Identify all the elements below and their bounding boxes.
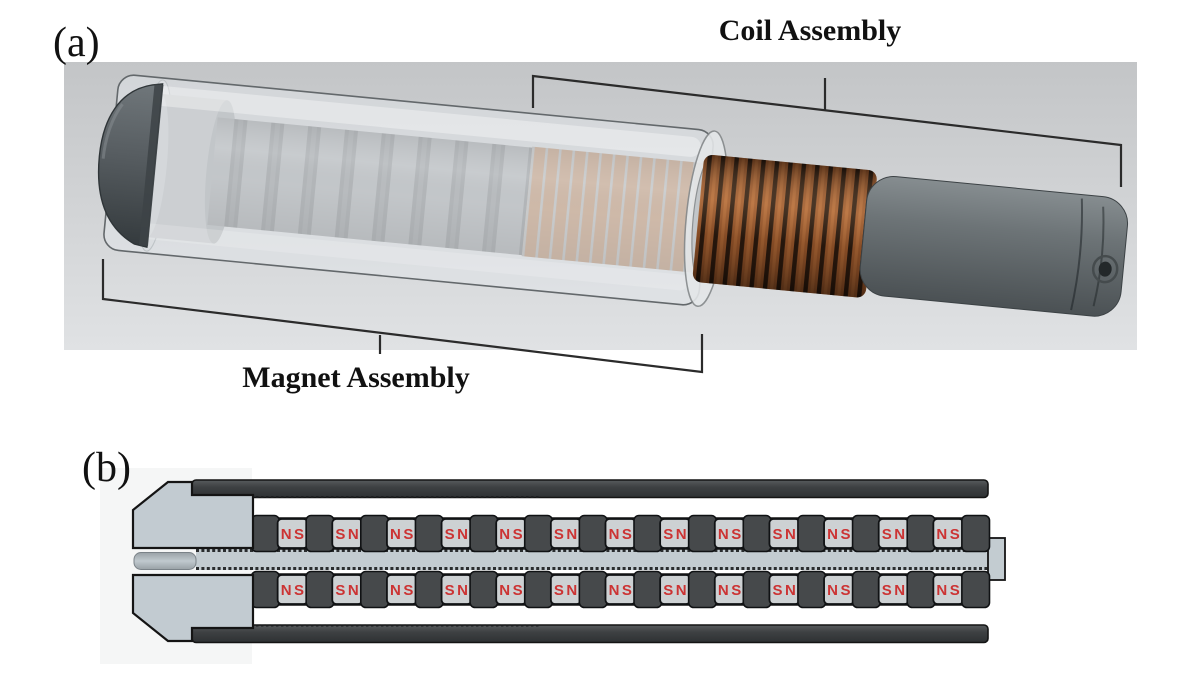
- magnet-polarity-label: SN: [335, 526, 361, 543]
- magnet-polarity-label: SN: [554, 582, 580, 599]
- end-hole-ring: [1091, 254, 1119, 284]
- spacer-block: [687, 570, 718, 609]
- magnet-assembly-bracket: [101, 259, 704, 374]
- spacer-block: [523, 570, 554, 609]
- magnet-polarity-label: NS: [827, 526, 853, 543]
- magnet-polarity-label: NS: [390, 526, 416, 543]
- magnet-row-top: NS SN NS SN NS SN NS SN NS SN NS SN NS: [250, 514, 991, 553]
- nose-cap-ring: [139, 84, 164, 247]
- magnet-polarity-label: SN: [445, 582, 471, 599]
- end-hole-icon: [1098, 261, 1112, 277]
- spacer-block: [250, 514, 280, 553]
- spacer-block: [359, 570, 390, 609]
- spacer-block: [578, 570, 608, 609]
- magnet-polarity-label: NS: [936, 582, 962, 599]
- magnet-polarity-label: NS: [609, 582, 635, 599]
- spacer-block: [359, 514, 390, 553]
- coil-assembly-annotation: Coil Assembly: [719, 14, 902, 47]
- spacer-block: [469, 514, 499, 553]
- spacer-block: [414, 570, 444, 609]
- shaft-end-plug: [987, 537, 1006, 581]
- magnet-polarity-label: NS: [281, 526, 307, 543]
- spacer-block: [742, 570, 772, 609]
- spacer-block: [851, 514, 882, 553]
- magnet-assembly-annotation: Magnet Assembly: [242, 361, 470, 394]
- magnet-polarity-label: NS: [499, 526, 525, 543]
- tube-highlight: [143, 85, 701, 157]
- magnet-polarity-label: SN: [445, 526, 471, 543]
- spacer-block: [633, 570, 663, 609]
- magnet-polarity-label: NS: [936, 526, 962, 543]
- spacer-block: [797, 514, 827, 553]
- spacer-block: [906, 514, 936, 553]
- spacer-block: [633, 514, 663, 553]
- panel-a: (a) Coil Assembly Magnet Assembly: [53, 14, 1137, 394]
- magnet-polarity-label: NS: [390, 582, 416, 599]
- spacer-block: [469, 570, 499, 609]
- spacer-block: [961, 570, 991, 609]
- spacer-block: [250, 570, 280, 609]
- end-cylinder-bevel-1: [1070, 198, 1084, 311]
- spacer-block: [797, 570, 827, 609]
- spacer-block: [305, 514, 335, 553]
- housing-top-bar: [191, 479, 989, 499]
- spacer-block: [523, 514, 554, 553]
- magnet-polarity-label: NS: [609, 526, 635, 543]
- panel-b-label: (b): [82, 445, 131, 491]
- magnet-polarity-label: NS: [718, 582, 744, 599]
- housing-bottom-bar: [191, 624, 989, 644]
- spacer-block: [906, 570, 936, 609]
- end-cylinder: [859, 176, 1129, 317]
- magnet-polarity-label: SN: [773, 582, 799, 599]
- tube-lower-highlight: [130, 222, 688, 291]
- end-cap-lower: [131, 573, 255, 643]
- magnet-row-bottom: NS SN NS SN NS SN NS SN NS SN NS SN NS: [250, 570, 991, 609]
- vibration-energy-harvester-render: [97, 74, 1129, 317]
- magnet-polarity-label: SN: [663, 582, 689, 599]
- end-cap-rod: [133, 552, 197, 570]
- spacer-block: [687, 514, 718, 553]
- magnet-polarity-label: SN: [882, 526, 908, 543]
- exposed-coil-shading: [692, 155, 877, 298]
- magnet-polarity-label: SN: [663, 526, 689, 543]
- magnet-polarity-label: NS: [499, 582, 525, 599]
- spacer-block: [742, 514, 772, 553]
- spacer-block: [578, 514, 608, 553]
- nose-cap-highlight: [101, 103, 124, 159]
- central-shaft: [196, 549, 988, 570]
- spacer-block: [851, 570, 882, 609]
- magnet-polarity-label: SN: [335, 582, 361, 599]
- spacer-block: [414, 514, 444, 553]
- spacer-block: [305, 570, 335, 609]
- end-cap-upper: [131, 480, 255, 550]
- magnet-polarity-label: SN: [554, 526, 580, 543]
- magnet-polarity-label: SN: [882, 582, 908, 599]
- panel-a-label: (a): [53, 20, 100, 66]
- coil-assembly-bracket: [531, 74, 1123, 187]
- magnet-polarity-label: SN: [773, 526, 799, 543]
- magnet-polarity-label: NS: [718, 526, 744, 543]
- magnet-polarity-label: NS: [827, 582, 853, 599]
- magnet-polarity-label: NS: [281, 582, 307, 599]
- spacer-block: [961, 514, 991, 553]
